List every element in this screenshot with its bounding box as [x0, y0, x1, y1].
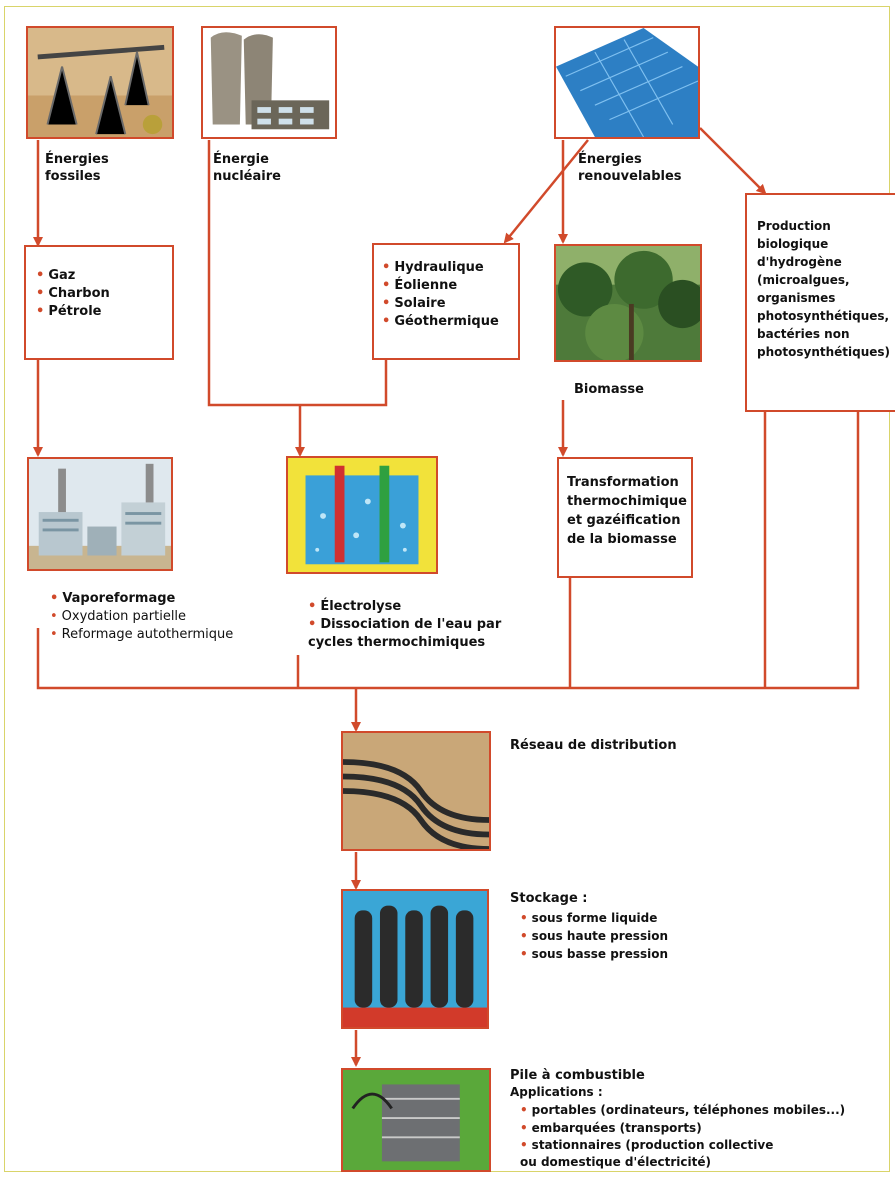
electrolysis-list: •Électrolyse •Dissociation de l'eau par … [308, 598, 501, 652]
list-item: •sous haute pression [520, 929, 668, 943]
fossil-energy-image [26, 26, 174, 139]
list-item: •Pétrole [36, 304, 102, 319]
fuel-cell-title: Pile à combustible [510, 1068, 645, 1083]
list-item: •Dissociation de l'eau par cycles thermo… [308, 617, 502, 650]
list-item: •Géothermique [382, 314, 499, 329]
reforming-list-wrap: •Vaporeformage •Oxydation partielle •Ref… [50, 590, 233, 644]
distribution-label: Réseau de distribution [510, 738, 677, 753]
list-item: •Oxydation partielle [50, 609, 187, 624]
storage-info: Stockage : •sous forme liquide •sous hau… [510, 890, 668, 963]
fossil-resources-box: •Gaz •Charbon •Pétrole [24, 245, 174, 360]
biomass-image [554, 244, 702, 362]
list-item: •Gaz [36, 268, 76, 283]
storage-title: Stockage : [510, 891, 588, 906]
reforming-list: •Vaporeformage •Oxydation partielle •Ref… [50, 590, 233, 644]
list-item: •Vaporeformage [50, 591, 176, 606]
list-item: •embarquées (transports) [520, 1121, 702, 1135]
electrolysis-image [286, 456, 438, 574]
list-item: •Électrolyse [308, 599, 402, 614]
list-item: •sous forme liquide [520, 911, 658, 925]
biological-production-text: Production biologique d'hydrogène (micro… [757, 219, 891, 359]
fuel-cell-applications: •portables (ordinateurs, téléphones mobi… [520, 1101, 845, 1171]
fuel-cell-subtitle: Applications : [510, 1085, 603, 1099]
storage-list: •sous forme liquide •sous haute pression… [520, 909, 668, 963]
renewable-label: Énergies renouvelables [578, 152, 682, 184]
list-item: •Éolienne [382, 278, 458, 293]
renewable-energy-image [554, 26, 700, 139]
list-item: •stationnaires (production collective ou… [520, 1138, 774, 1169]
list-item: •Charbon [36, 286, 110, 301]
thermochemical-box: Transformation thermochimique et gazéifi… [557, 457, 693, 578]
biological-production-box: Production biologique d'hydrogène (micro… [745, 193, 895, 412]
storage-image [341, 889, 489, 1029]
nuclear-label: Énergie nucléaire [213, 152, 281, 184]
fuel-cell-image [341, 1068, 491, 1172]
list-item: •Reformage autothermique [50, 627, 234, 642]
reforming-plant-image [27, 457, 173, 571]
renewable-sources-box: •Hydraulique •Éolienne •Solaire •Géother… [372, 243, 520, 360]
thermochemical-text: Transformation thermochimique et gazéifi… [567, 475, 687, 547]
list-item: •Hydraulique [382, 260, 484, 275]
list-item: •sous basse pression [520, 947, 669, 961]
fuel-cell-info: Pile à combustible Applications : •porta… [510, 1067, 845, 1171]
renewable-sources-list: •Hydraulique •Éolienne •Solaire •Géother… [382, 259, 518, 331]
electrolysis-list-wrap: •Électrolyse •Dissociation de l'eau par … [308, 598, 501, 652]
biomass-label: Biomasse [574, 382, 644, 397]
nuclear-energy-image [201, 26, 337, 139]
distribution-network-image [341, 731, 491, 851]
list-item: •Solaire [382, 296, 446, 311]
fossil-resources-list: •Gaz •Charbon •Pétrole [36, 267, 172, 321]
fossil-label: Énergies fossiles [45, 152, 109, 184]
list-item: •portables (ordinateurs, téléphones mobi… [520, 1103, 846, 1117]
